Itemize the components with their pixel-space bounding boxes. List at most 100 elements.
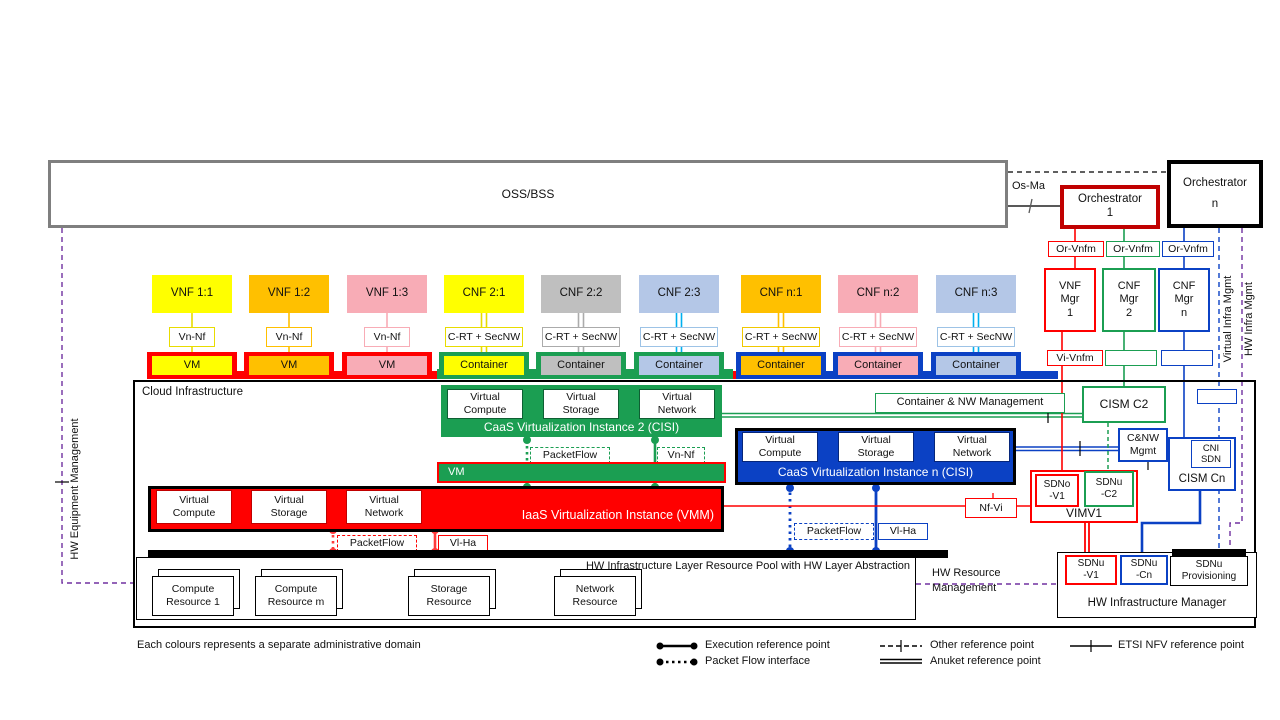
host-box-container-n-3: Container	[936, 356, 1016, 375]
orchestrator-n-box: Orchestrator n	[1167, 160, 1263, 228]
nf-box-cnf-2-1: CNF 2:1	[444, 275, 524, 313]
cloud-infrastructure-box	[133, 380, 1256, 628]
vimv1-label: VIMV1	[1065, 506, 1102, 520]
virtual-infra-mgmt-label: Virtual Infra Mgmt	[1222, 275, 1234, 363]
iface-label-cnf-2-3: C-RT + SecNW	[640, 327, 718, 347]
iface-label-cnf-n-2: C-RT + SecNW	[839, 327, 917, 347]
cism-c2-box: CISM C2	[1082, 386, 1166, 423]
caasn-packetflow-label: PacketFlow	[794, 523, 874, 540]
orchestrator-n-line1: Orchestrator	[1183, 176, 1247, 189]
sdnu-cn-box: SDNu-Cn	[1120, 555, 1168, 585]
iaas-vlha-label: Vl-Ha	[438, 535, 488, 552]
iaas-title: IaaS Virtualization Instance (VMM)	[521, 508, 714, 522]
oss-bss-box: OSS/BSS	[48, 160, 1008, 228]
caas2-title: CaaS Virtualization Instance 2 (CISI)	[483, 420, 680, 434]
host-box-vm-3: VM	[347, 356, 427, 375]
cism-cn-label: CISM Cn	[1178, 473, 1226, 485]
vi-vnfm-label: Vi-Vnfm	[1047, 350, 1103, 366]
nf-box-cnf-n-3: CNF n:3	[936, 275, 1016, 313]
nf-box-cnf-n-2: CNF n:2	[838, 275, 918, 313]
host-box-container-2-1: Container	[444, 356, 524, 375]
or-vnfm-label-green: Or-Vnfm	[1106, 241, 1160, 257]
iface-label-cnf-n-1: C-RT + SecNW	[742, 327, 820, 347]
legend-anuket-label: Anuket reference point	[930, 655, 1041, 667]
nf-box-cnf-n-1: CNF n:1	[741, 275, 821, 313]
nf-box-cnf-2-3: CNF 2:3	[639, 275, 719, 313]
legend-caption: Each colours represents a separate admin…	[137, 639, 421, 651]
orchestrator-1-box: Orchestrator 1	[1060, 185, 1160, 229]
cloud-infrastructure-label: Cloud Infrastructure	[142, 386, 243, 398]
caasn-title: CaaS Virtualization Instance n (CISI)	[777, 465, 974, 479]
empty-green-label	[1105, 350, 1157, 366]
nf-box-vnf-1-1: VNF 1:1	[152, 275, 232, 313]
iface-label-vnf-1-2: Vn-Nf	[266, 327, 312, 347]
sdno-v1-box: SDNo-V1	[1035, 474, 1079, 507]
iface-label-vnf-1-1: Vn-Nf	[169, 327, 215, 347]
oss-bss-label: OSS/BSS	[501, 186, 555, 201]
iface-label-cnf-2-1: C-RT + SecNW	[445, 327, 523, 347]
or-vnfm-label-red: Or-Vnfm	[1048, 241, 1104, 257]
or-vnfm-label-blue: Or-Vnfm	[1162, 241, 1214, 257]
hw-equipment-mgmt-label: HW Equipment Management	[69, 418, 81, 560]
orchestrator-1-line2: 1	[1106, 207, 1114, 219]
nf-box-cnf-2-2: CNF 2:2	[541, 275, 621, 313]
vimv1-to-sdnu-v1-line	[1084, 523, 1090, 555]
hw-abstraction-bar	[148, 550, 948, 558]
iface-label-cnf-2-2: C-RT + SecNW	[542, 327, 620, 347]
host-box-container-2-3: Container	[639, 356, 719, 375]
empty-blue-box	[1197, 389, 1237, 404]
orchestrator-1-line1: Orchestrator	[1078, 193, 1142, 206]
os-ma-line	[1008, 198, 1060, 214]
nf-vi-label: Nf-Vi	[965, 498, 1017, 518]
cism-cn-to-sdnu-cn-line	[1140, 491, 1202, 555]
host-box-container-n-2: Container	[838, 356, 918, 375]
host-box-vm-2: VM	[249, 356, 329, 375]
legend-execution-label: Execution reference point	[705, 639, 830, 651]
container-nw-mgmt-box: Container & NW Management	[875, 393, 1065, 413]
legend-other-label: Other reference point	[930, 639, 1034, 651]
caas2-vnnf-label: Vn-Nf	[657, 447, 705, 464]
hw-infra-mgmt-label: HW Infra Mgmt	[1243, 282, 1255, 356]
host-box-container-n-1: Container	[741, 356, 821, 375]
legend-symbols	[656, 640, 1112, 666]
hw-infra-manager-label: HW Infrastructure Manager	[1087, 597, 1227, 609]
sdnu-c2-box: SDNu-C2	[1084, 471, 1134, 507]
host-box-vm-1: VM	[152, 356, 232, 375]
sdnu-provisioning-bar	[1172, 549, 1246, 556]
legend-etsi-label: ETSI NFV reference point	[1118, 639, 1244, 651]
hw-pool-title: HW Infrastructure Layer Resource Pool wi…	[585, 560, 910, 572]
nf-box-vnf-1-2: VNF 1:2	[249, 275, 329, 313]
hw-equipment-mgmt-dashed-line	[55, 228, 136, 584]
legend-packetflow-label: Packet Flow interface	[705, 655, 811, 667]
hw-infra-mgmt-dashed-line	[1229, 228, 1243, 552]
iaas-box	[148, 486, 724, 532]
caasn-vlha-label: Vl-Ha	[878, 523, 928, 540]
host-box-container-2-2: Container	[541, 356, 621, 375]
iface-label-cnf-n-3: C-RT + SecNW	[937, 327, 1015, 347]
hw-resource-mgmt-label: HW Resource Management	[932, 567, 1001, 594]
vm-host-bar: VM	[437, 462, 726, 483]
sdnu-v1-box: SDNu-V1	[1065, 555, 1117, 585]
os-ma-label: Os-Ma	[1012, 180, 1045, 192]
nf-box-vnf-1-3: VNF 1:3	[347, 275, 427, 313]
